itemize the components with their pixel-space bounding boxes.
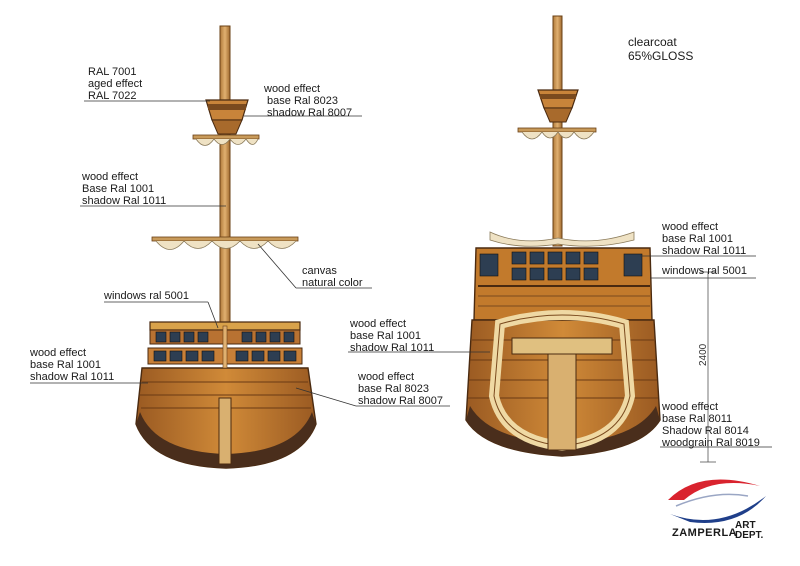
annotation-right-hull: wood effect base Ral 8011 Shadow Ral 801… — [662, 401, 760, 449]
leader-lines — [30, 100, 772, 448]
left-windows-lower — [153, 350, 297, 362]
annotation-canvas: canvas natural color — [302, 265, 363, 289]
left-upper-yard — [192, 134, 260, 140]
brand-dept-line1: ART — [735, 520, 756, 531]
right-ship — [465, 15, 716, 463]
left-mast — [219, 25, 231, 327]
annotation-right-top-wood: wood effect base Ral 1001 shadow Ral 101… — [662, 221, 747, 257]
right-windows — [479, 251, 643, 281]
right-upper-yard — [517, 127, 597, 133]
annotation-right-windows: windows ral 5001 — [662, 265, 747, 277]
left-lower-sail — [155, 240, 297, 250]
left-windows-upper — [155, 331, 295, 343]
zamperla-logo — [668, 479, 766, 523]
right-rudder — [547, 351, 577, 451]
annotation-clearcoat: clearcoat 65%GLOSS — [628, 35, 694, 63]
annotation-top-wood: wood effect base Ral 8023 shadow Ral 800… — [264, 83, 353, 119]
brand-name: ZAMPERLA — [672, 527, 738, 539]
left-lower-yard — [151, 236, 299, 242]
dimension-line — [700, 271, 716, 463]
dimension-label: 2400 — [698, 343, 709, 366]
right-furled-sail — [489, 231, 635, 247]
annotation-center-wood: wood effect base Ral 1001 shadow Ral 101… — [350, 318, 435, 354]
left-ship — [135, 25, 317, 469]
right-upper-sail — [521, 131, 595, 140]
annotation-left-hull: wood effect base Ral 1001 shadow Ral 101… — [30, 347, 115, 383]
annotation-left-windows: windows ral 5001 — [104, 290, 189, 302]
left-upper-sail — [195, 138, 259, 146]
annotation-mast-wood: wood effect Base Ral 1001 shadow Ral 101… — [82, 171, 167, 207]
annotation-ral7001: RAL 7001 aged effect RAL 7022 — [88, 66, 143, 102]
brand-dept-line2: DEPT. — [735, 530, 764, 541]
annotation-center-dark: wood effect base Ral 8023 shadow Ral 800… — [358, 371, 444, 407]
left-rudder — [218, 397, 232, 465]
